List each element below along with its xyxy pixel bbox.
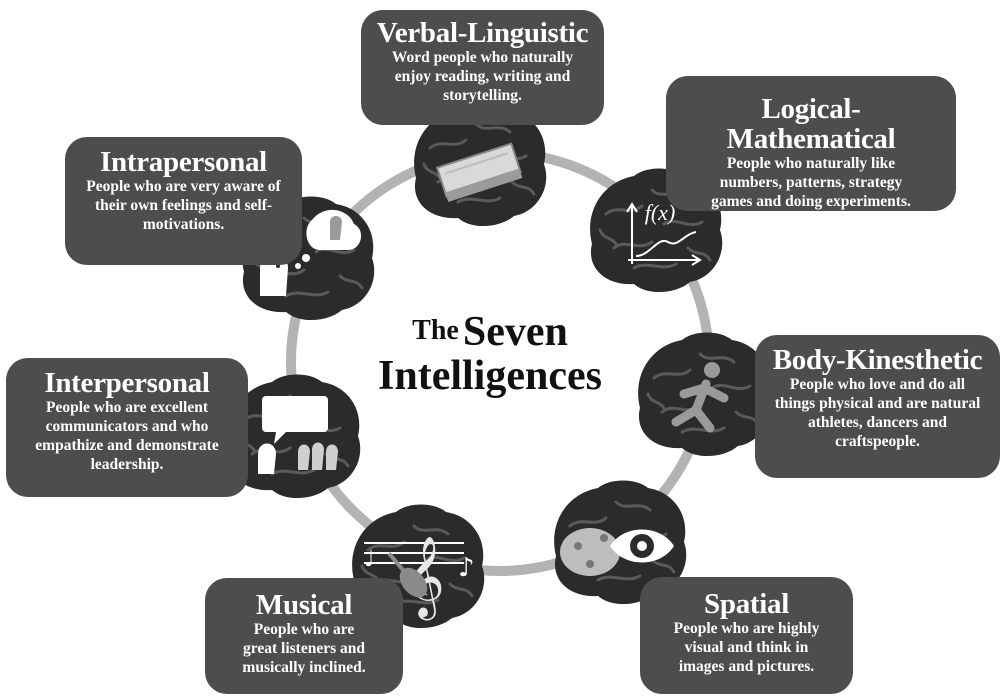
function-graph-icon: f(x) <box>626 200 702 266</box>
box-intrapersonal: Intrapersonal People who are very aware … <box>65 137 302 265</box>
box-title: Interpersonal <box>44 367 210 399</box>
center-title: The Seven Intelligences <box>340 308 640 399</box>
box-description: People who naturally like numbers, patte… <box>711 155 911 210</box>
svg-text:♪: ♪ <box>458 553 475 583</box>
book-icon <box>435 142 523 202</box>
box-spatial: Spatial People who are highly visual and… <box>640 577 853 694</box>
box-musical: Musical People who are great listeners a… <box>205 578 403 694</box>
box-description: People who are excellent communicators a… <box>35 399 219 473</box>
box-title: Logical-Mathematical <box>726 93 896 155</box>
box-description: People who are very aware of their own f… <box>86 178 281 233</box>
box-verbal-linguistic: Verbal-Linguistic Word people who natura… <box>361 10 604 125</box>
title-seven: Seven <box>462 309 568 355</box>
violin-music-icon: 𝄞 ♪ ♩ <box>364 535 475 620</box>
brain-spatial <box>552 479 688 606</box>
box-title: Body-Kinesthetic <box>772 344 983 376</box>
box-logical-mathematical: Logical-Mathematical People who naturall… <box>666 76 956 211</box>
brain-verbal-linguistic <box>412 101 548 228</box>
box-title: Intrapersonal <box>100 146 267 178</box>
title-intelligences: Intelligences <box>378 353 602 399</box>
brain-body-kinesthetic <box>636 331 772 458</box>
box-description: Word people who naturally enjoy reading,… <box>391 49 574 104</box>
box-description: People who love and do all things physic… <box>774 376 981 450</box>
brain-musical: 𝄞 ♪ ♩ <box>350 503 486 630</box>
running-person-icon <box>671 362 729 433</box>
box-description: People who are great listeners and music… <box>242 621 366 676</box>
function-label: f(x) <box>645 200 676 225</box>
box-interpersonal: Interpersonal People who are excellent c… <box>6 358 248 497</box>
eye-palette-icon <box>560 528 674 576</box>
speech-group-icon <box>258 396 338 474</box>
box-title: Verbal-Linguistic <box>376 17 589 49</box>
title-the: The <box>412 315 459 346</box>
svg-text:♩: ♩ <box>364 547 374 572</box>
brain-interpersonal <box>226 373 362 500</box>
box-title: Spatial <box>704 588 789 620</box>
brain-logical-mathematical: f(x) <box>588 167 724 294</box>
box-title: Musical <box>255 589 353 621</box>
box-description: People who are highly visual and think i… <box>673 620 820 675</box>
box-body-kinesthetic: Body-Kinesthetic People who love and do … <box>755 335 1000 478</box>
